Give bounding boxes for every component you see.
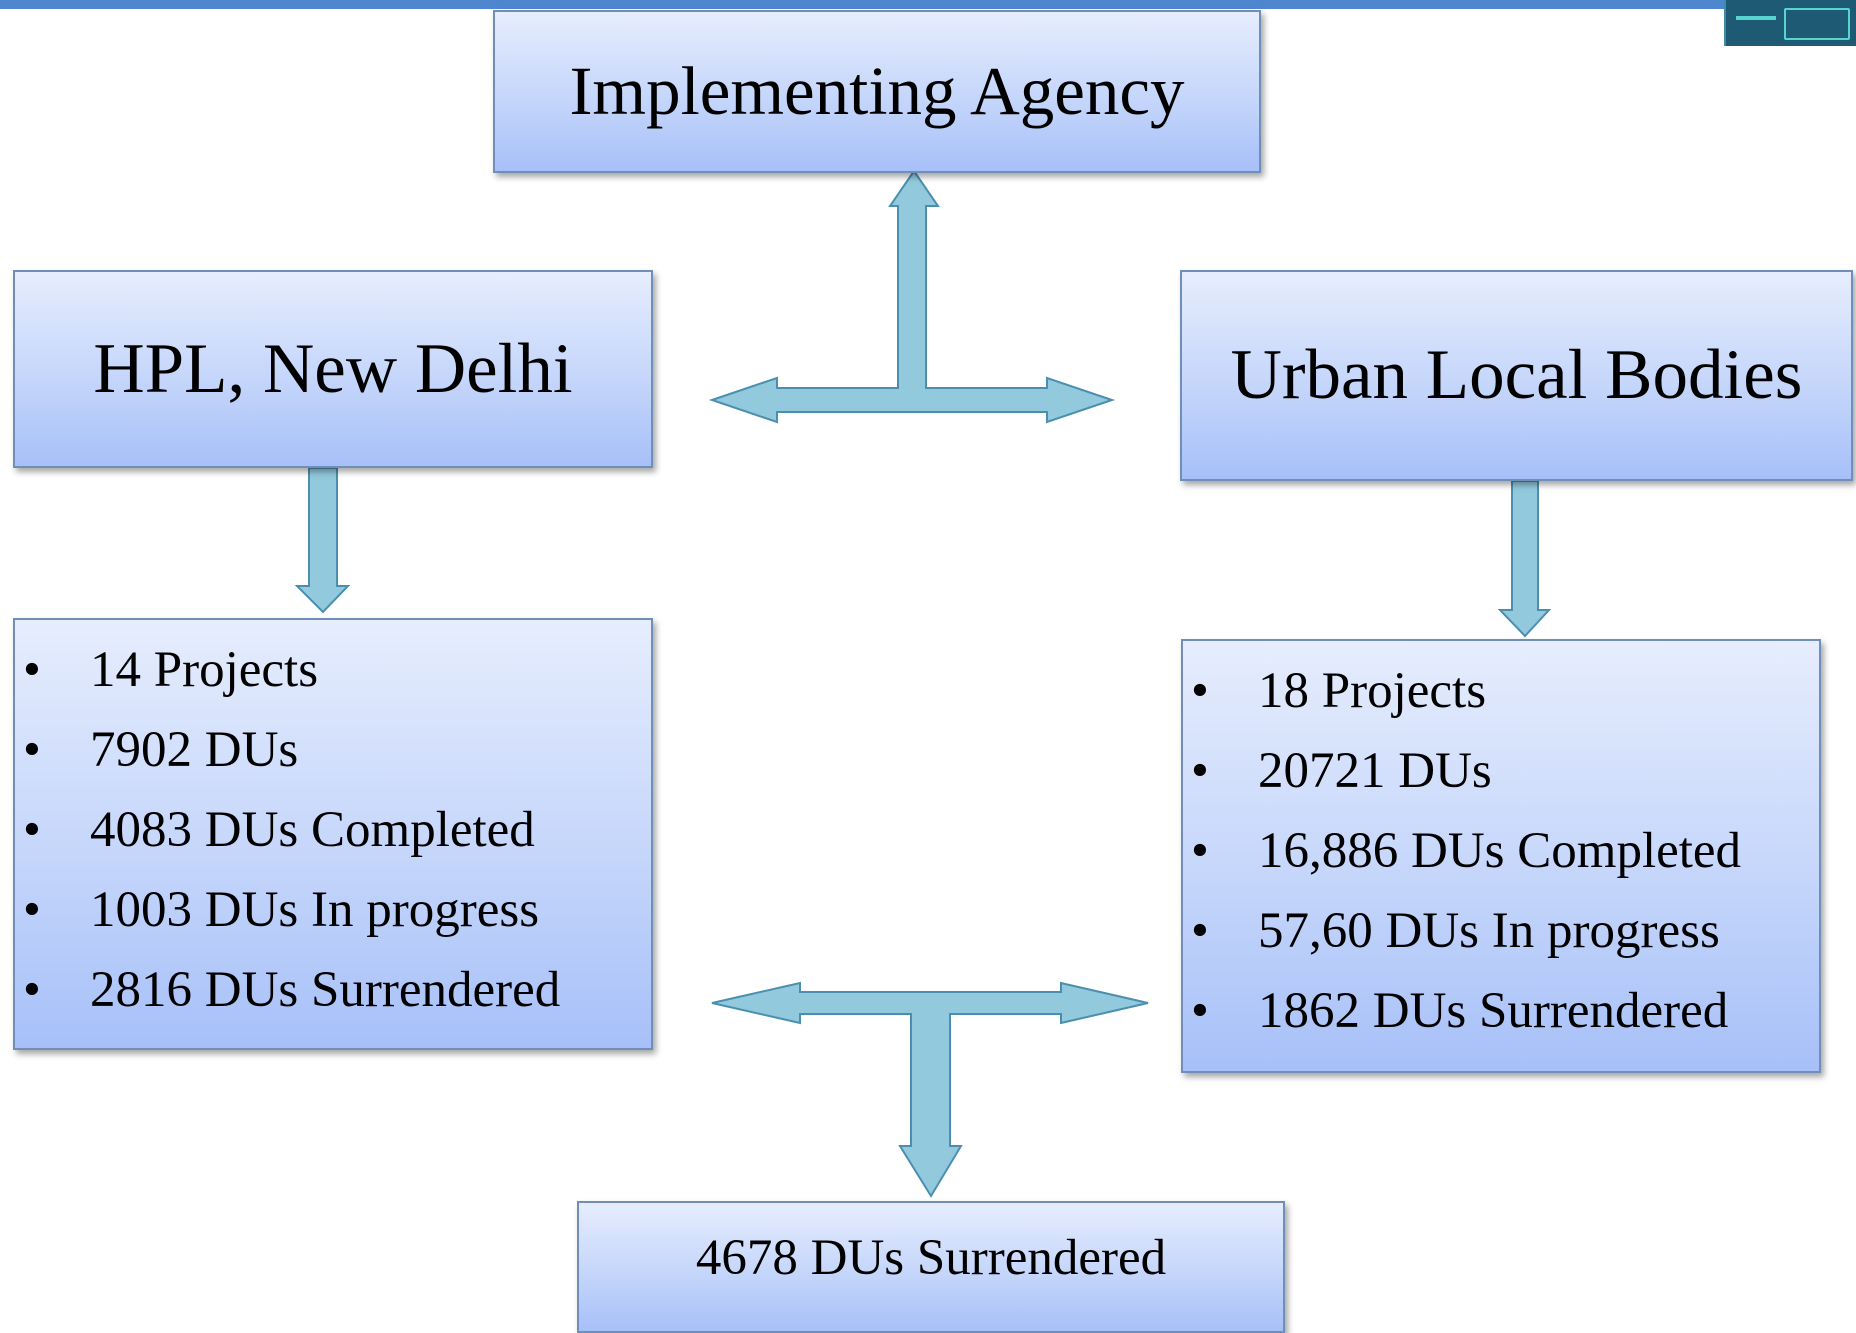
stat-text: 1862 DUs Surrendered: [1258, 983, 1729, 1039]
ulb-box: Urban Local Bodies: [1180, 270, 1853, 481]
hpl-stats-box: • 14 Projects • 7902 DUs • 4083 DUs Complet…: [13, 618, 653, 1050]
list-item: • 16,886 DUs Completed: [1183, 811, 1819, 891]
surrendered-total-box: 4678 DUs Surrendered: [577, 1201, 1285, 1333]
list-item: • 1862 DUs Surrendered: [1183, 971, 1819, 1051]
list-item: • 57,60 DUs In progress: [1183, 891, 1819, 971]
stat-text: 2816 DUs Surrendered: [90, 962, 561, 1018]
hpl-title: HPL, New Delhi: [93, 329, 573, 408]
top-rule: [0, 0, 1856, 9]
right-down-arrow: [1497, 480, 1552, 638]
left-down-arrow: [294, 467, 351, 614]
ulb-stats-box: • 18 Projects • 20721 DUs • 16,886 DUs Comp…: [1181, 639, 1821, 1073]
bullet: •: [1191, 663, 1209, 719]
list-item: • 20721 DUs: [1183, 731, 1819, 811]
ulb-title: Urban Local Bodies: [1230, 336, 1803, 414]
implementing-agency-box: Implementing Agency: [493, 10, 1261, 173]
list-item: • 1003 DUs In progress: [15, 870, 651, 950]
bullet: •: [1191, 823, 1209, 879]
corner-logo-frame: [1784, 8, 1850, 40]
stat-text: 18 Projects: [1258, 663, 1487, 719]
hpl-stats-list: • 14 Projects • 7902 DUs • 4083 DUs Complet…: [15, 630, 651, 1030]
list-item: • 18 Projects: [1183, 651, 1819, 731]
bullet: •: [1191, 903, 1209, 959]
bullet: •: [23, 882, 41, 938]
lower-t-arrow: [711, 981, 1149, 1198]
stat-text: 4083 DUs Completed: [90, 802, 535, 858]
implementing-agency-title: Implementing Agency: [569, 53, 1185, 129]
stat-text: 7902 DUs: [90, 722, 299, 778]
stat-text: 1003 DUs In progress: [90, 882, 540, 938]
bullet: •: [23, 962, 41, 1018]
list-item: • 2816 DUs Surrendered: [15, 950, 651, 1030]
list-item: • 14 Projects: [15, 630, 651, 710]
bullet: •: [23, 722, 41, 778]
upper-t-arrow: [708, 169, 1116, 424]
stat-text: 57,60 DUs In progress: [1258, 903, 1720, 959]
list-item: • 7902 DUs: [15, 710, 651, 790]
corner-logo-bar: [1736, 16, 1776, 20]
corner-logo: [1724, 0, 1856, 46]
list-item: • 4083 DUs Completed: [15, 790, 651, 870]
surrendered-total-title: 4678 DUs Surrendered: [695, 1230, 1167, 1286]
ulb-stats-list: • 18 Projects • 20721 DUs • 16,886 DUs Comp…: [1183, 651, 1819, 1051]
bullet: •: [23, 642, 41, 698]
stat-text: 16,886 DUs Completed: [1258, 823, 1742, 879]
hpl-box: HPL, New Delhi: [13, 270, 653, 468]
bullet: •: [1191, 743, 1209, 799]
stat-text: 14 Projects: [90, 642, 319, 698]
bullet: •: [23, 802, 41, 858]
stat-text: 20721 DUs: [1258, 743, 1492, 799]
bullet: •: [1191, 983, 1209, 1039]
